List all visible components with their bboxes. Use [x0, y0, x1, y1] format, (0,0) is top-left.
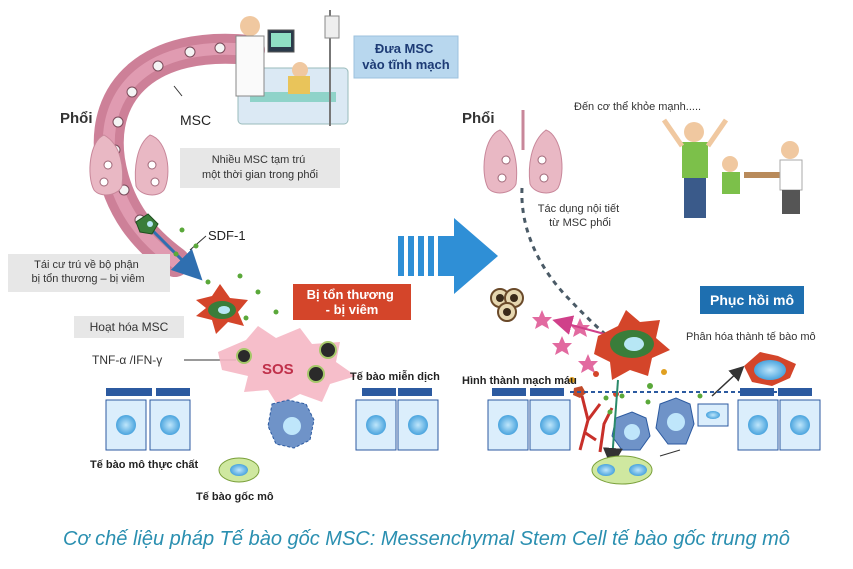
recovering-cells	[611, 397, 729, 451]
tissue-label: Tế bào mô thực chất	[90, 459, 199, 471]
lung-note-text: Nhiều MSC tạm trú một thời gian trong ph…	[202, 154, 318, 181]
doctor-patient-illustration	[235, 10, 349, 126]
differentiate-label: Phân hóa thành tế bào mô	[686, 331, 816, 343]
relocate-note-text: Tái cư trú về bộ phận bị tổn thương – bị…	[31, 259, 144, 285]
recovery-banner-text: Phục hồi mô	[710, 292, 794, 308]
tissue-stem-cell	[218, 457, 260, 483]
immune-label: Tế bào miễn dịch	[350, 370, 440, 383]
right-lung-icon	[483, 110, 563, 194]
growth-dots	[603, 393, 703, 415]
iv-box-text: Đưa MSC vào tĩnh mạch	[362, 41, 449, 72]
activation-label: Hoạt hóa MSC	[90, 320, 169, 334]
msc-label: MSC	[180, 112, 211, 128]
endocrine-path	[520, 187, 613, 342]
left-lung-label: Phổi	[60, 110, 93, 127]
immune-cells-cluster	[490, 288, 524, 322]
left-lung-icon	[89, 134, 169, 196]
transition-arrow	[398, 218, 498, 294]
right-lung-label: Phổi	[462, 110, 495, 127]
activation-label-box	[74, 316, 184, 338]
damaged-cell	[267, 399, 315, 449]
angiogenesis-label: Hình thành mạch máu	[462, 375, 577, 387]
cytokine-label: TNF-α /IFN-γ	[92, 353, 162, 367]
stem-label: Tế bào gốc mô	[196, 491, 274, 503]
injury-banner	[293, 284, 411, 320]
figure-caption: Cơ chế liệu pháp Tế bào gốc MSC: Messenc…	[63, 528, 790, 550]
dividing-stem-cell	[591, 455, 653, 485]
relocation-arrow	[146, 224, 203, 281]
iv-box	[353, 35, 459, 79]
lung-note-box	[180, 148, 340, 188]
activated-msc-cell	[196, 284, 248, 334]
healthy-people-illustration	[661, 118, 803, 218]
healthy-label: Đến cơ thể khỏe mạnh.....	[574, 101, 701, 113]
acting-msc-cell	[594, 310, 670, 380]
differentiated-cell	[744, 352, 796, 386]
immune-cells-small	[236, 341, 337, 383]
left-tissue-cells	[105, 388, 439, 451]
recovery-banner	[700, 286, 804, 314]
relocate-note-box	[8, 254, 170, 292]
right-tissue-cells	[487, 388, 821, 451]
sos-label: SOS	[262, 361, 294, 378]
sdf-label: SDF-1	[208, 228, 246, 243]
injury-banner-text: Bị tổn thương - bị viêm	[307, 287, 398, 317]
endocrine-note: Tác dụng nội tiết từ MSC phổi	[538, 203, 622, 229]
new-blood-vessels	[578, 395, 614, 453]
